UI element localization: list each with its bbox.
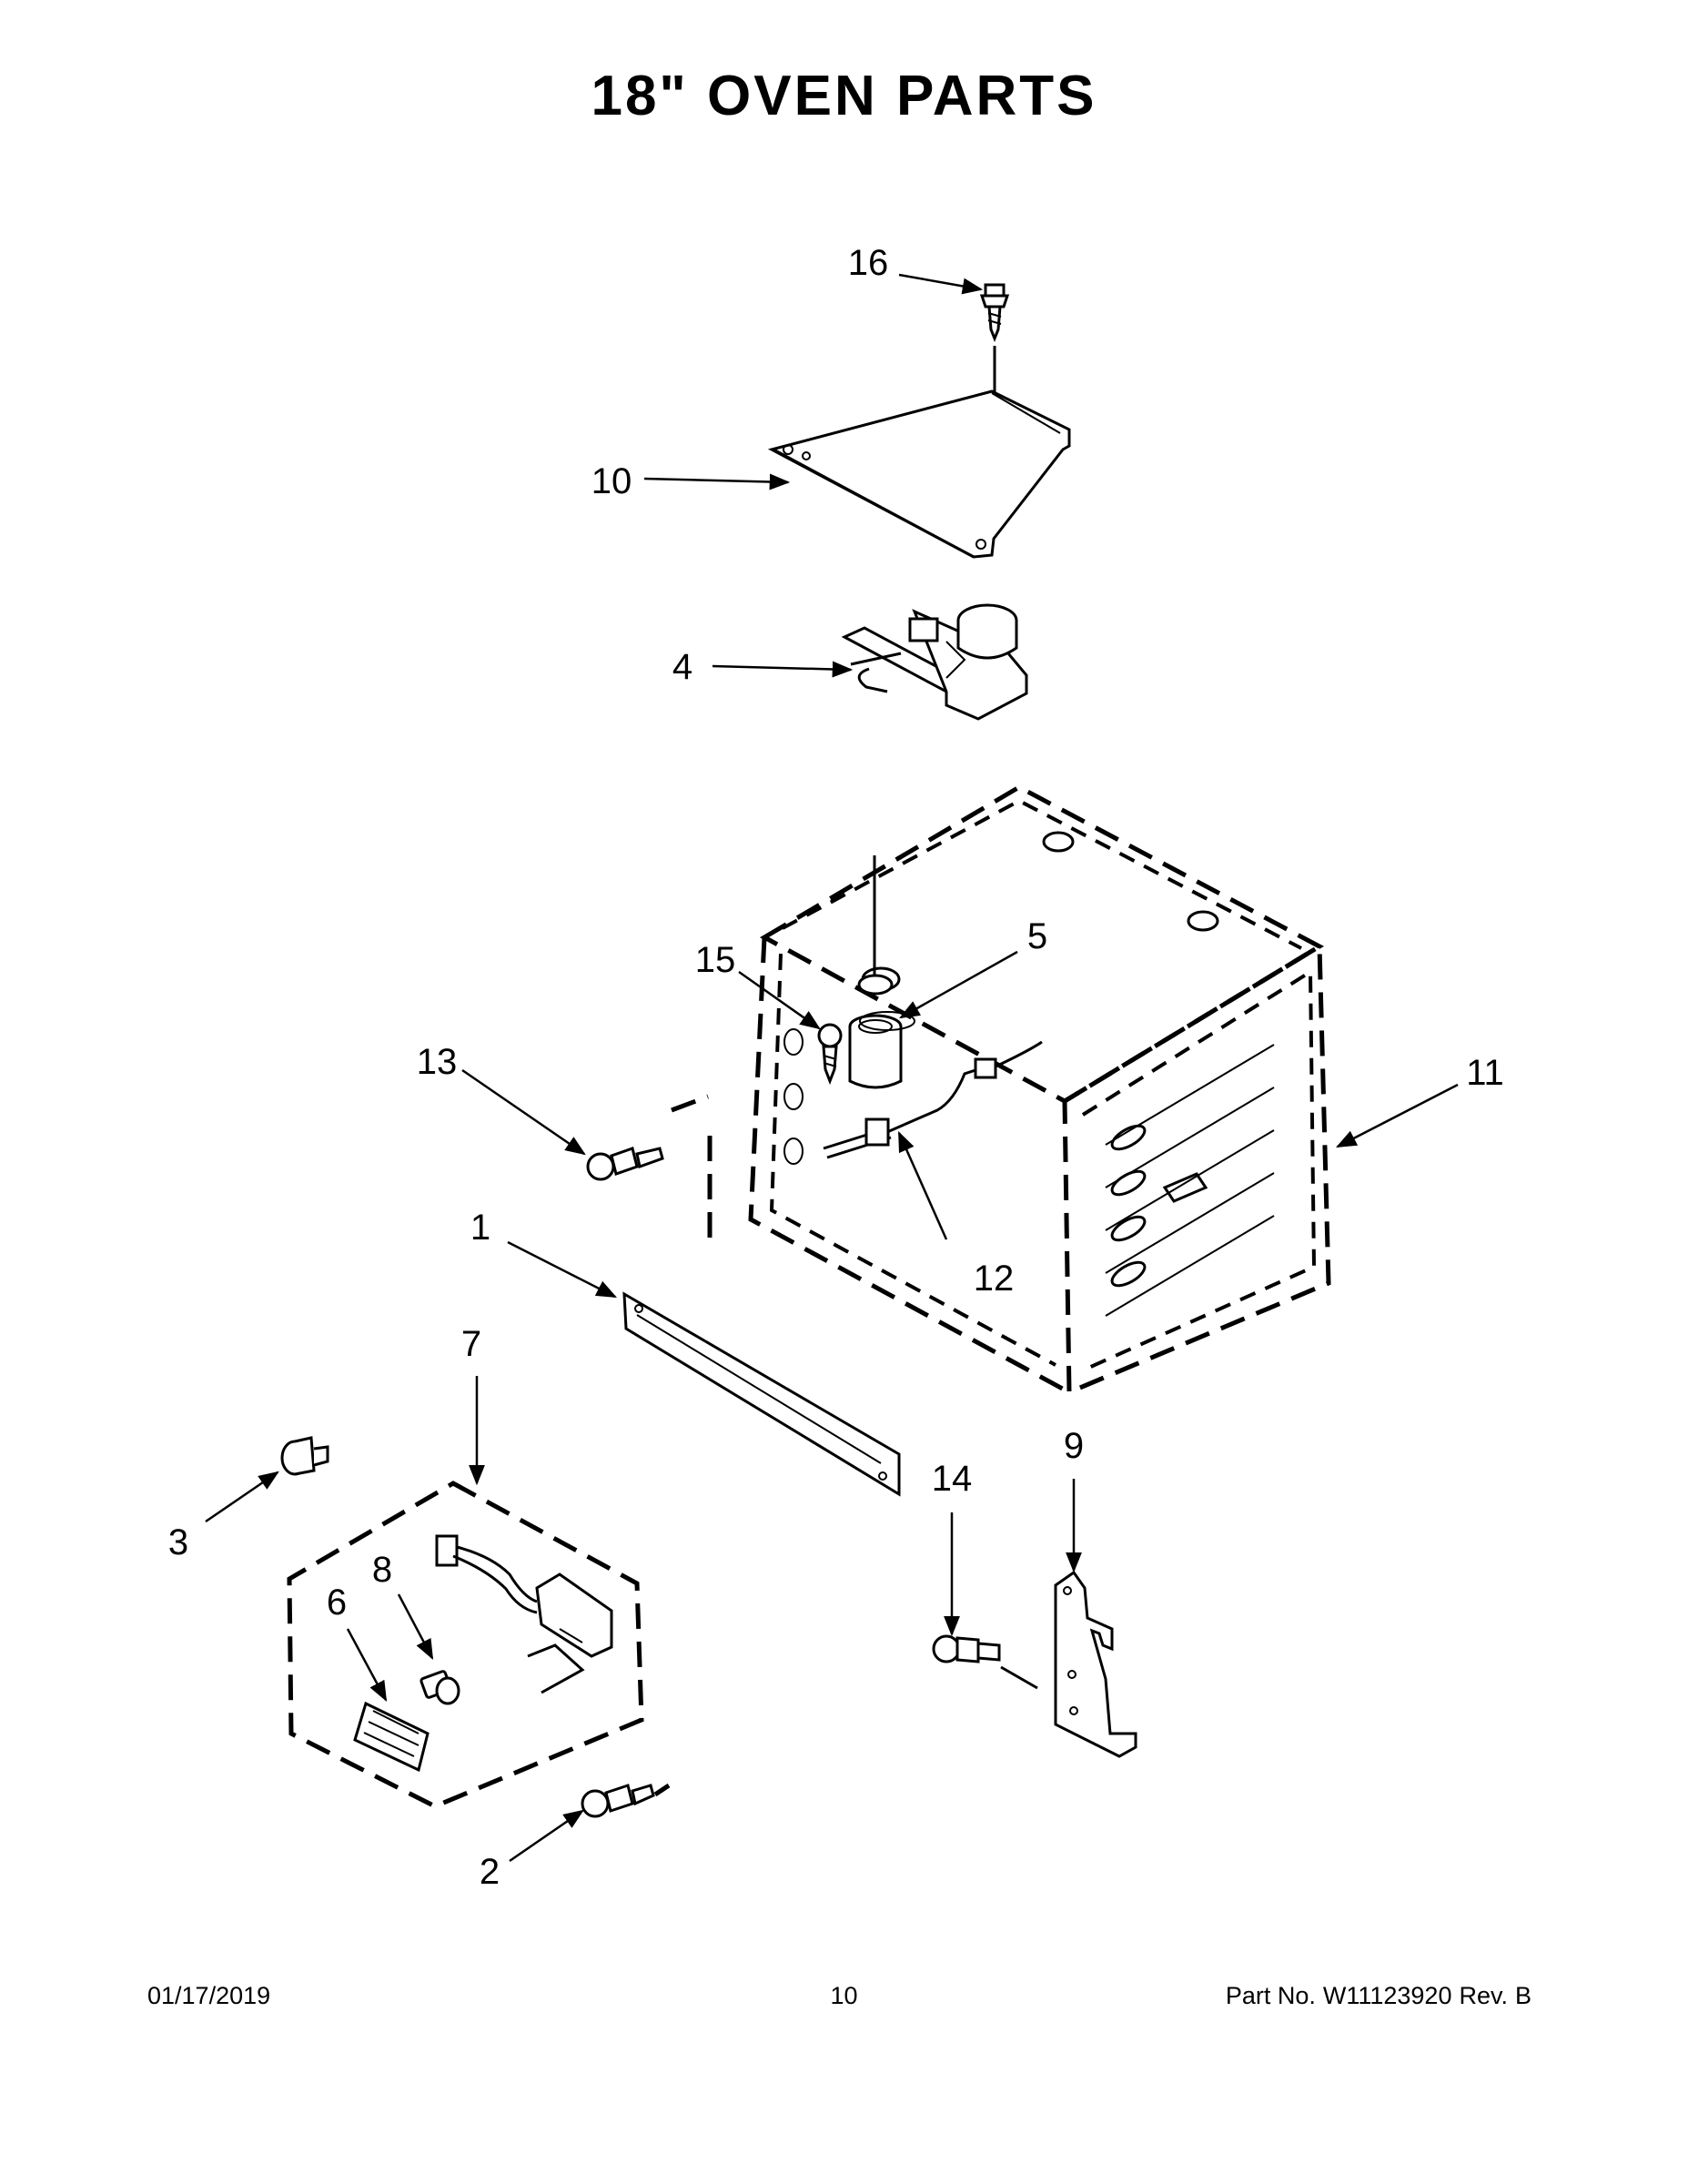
callout-15: 15 bbox=[695, 940, 736, 980]
part-no-label: Part No. bbox=[1225, 1982, 1316, 2009]
callout-14: 14 bbox=[932, 1459, 973, 1499]
part-5-socket[interactable] bbox=[848, 974, 915, 1089]
part-6-lens[interactable] bbox=[353, 1701, 430, 1773]
callout-9: 9 bbox=[1064, 1426, 1084, 1466]
callout-8: 8 bbox=[372, 1550, 392, 1590]
callout-10: 10 bbox=[591, 461, 632, 501]
part-13-screw[interactable] bbox=[586, 1147, 664, 1181]
callout-2: 2 bbox=[480, 1852, 500, 1892]
part-11-oven-cavity[interactable] bbox=[671, 784, 1331, 1396]
footer-date: 01/17/2019 bbox=[147, 1982, 271, 2009]
callout-7: 7 bbox=[461, 1324, 481, 1364]
part-7-lamp-assembly[interactable] bbox=[287, 1481, 644, 1809]
callout-13: 13 bbox=[417, 1042, 458, 1082]
callout-1: 1 bbox=[470, 1208, 490, 1248]
callout-6: 6 bbox=[327, 1582, 347, 1623]
part-14-screw[interactable] bbox=[932, 1634, 1038, 1690]
rev-value: B bbox=[1514, 1982, 1531, 2009]
callout-5: 5 bbox=[1027, 916, 1047, 956]
footer-part-number: Part No.W11123920 Rev.B bbox=[1218, 1982, 1531, 2010]
part-2-screw[interactable] bbox=[581, 1783, 671, 1818]
part-16-screw[interactable] bbox=[979, 283, 1010, 393]
page-title: 18" OVEN PARTS bbox=[591, 65, 1097, 127]
part-9-bracket[interactable] bbox=[1054, 1570, 1137, 1758]
callout-12: 12 bbox=[974, 1259, 1015, 1299]
part-15-screw[interactable] bbox=[817, 1023, 843, 1086]
callout-3: 3 bbox=[168, 1522, 188, 1562]
part-no-value: W11123920 bbox=[1322, 1982, 1452, 2009]
rev-label: Rev. bbox=[1459, 1982, 1508, 2009]
part-4-latch-assembly[interactable] bbox=[841, 603, 1028, 721]
part-8-bulb[interactable] bbox=[419, 1670, 460, 1705]
part-3-foot[interactable] bbox=[280, 1436, 329, 1476]
leader-lines bbox=[205, 273, 1459, 1863]
callout-16: 16 bbox=[848, 243, 889, 283]
part-10-bracket-plate[interactable] bbox=[767, 389, 1071, 559]
callout-4: 4 bbox=[672, 647, 692, 687]
part-12-sensor-probe[interactable] bbox=[823, 1040, 1043, 1159]
footer-page-number: 10 bbox=[830, 1982, 858, 2009]
callout-11: 11 bbox=[1466, 1053, 1504, 1093]
part-1-vent-strip[interactable] bbox=[622, 1291, 901, 1497]
